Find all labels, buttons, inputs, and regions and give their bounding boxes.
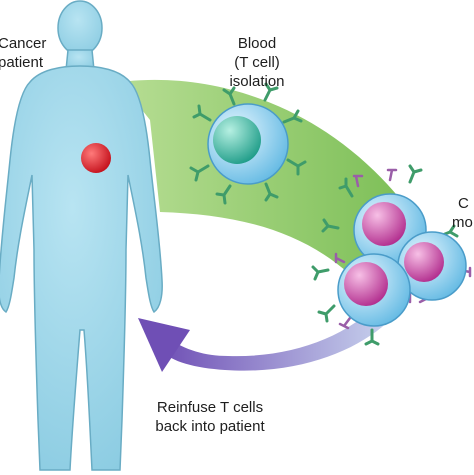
tumor-icon [81,143,111,173]
reinfusion-arrowhead [138,318,190,372]
patient-label-line2: patient [0,54,44,71]
blood-label-line3: isolation [229,73,285,90]
human-body-icon [0,0,163,471]
blood-isolation-label: Blood (T cell) isolation [222,34,292,91]
blood-label-line1: Blood [237,35,277,52]
patient-label-line1: Cancer [0,35,47,52]
t-cell-icon [189,82,307,205]
car-t-cell-icon [311,164,472,346]
reinfusion-arrow [160,302,392,371]
modify-label-line1: C [458,195,469,212]
isolation-arrow [120,79,405,300]
patient-label: Cancer patient [0,34,46,72]
blood-label-line2: (T cell) [234,54,280,71]
reinfuse-label-line2: back into patient [155,418,265,435]
reinfuse-label: Reinfuse T cells back into patient [140,398,280,436]
modification-label: C mo [452,194,473,232]
reinfuse-label-line1: Reinfuse T cells [156,399,264,416]
modify-label-line2: mo [452,214,473,231]
